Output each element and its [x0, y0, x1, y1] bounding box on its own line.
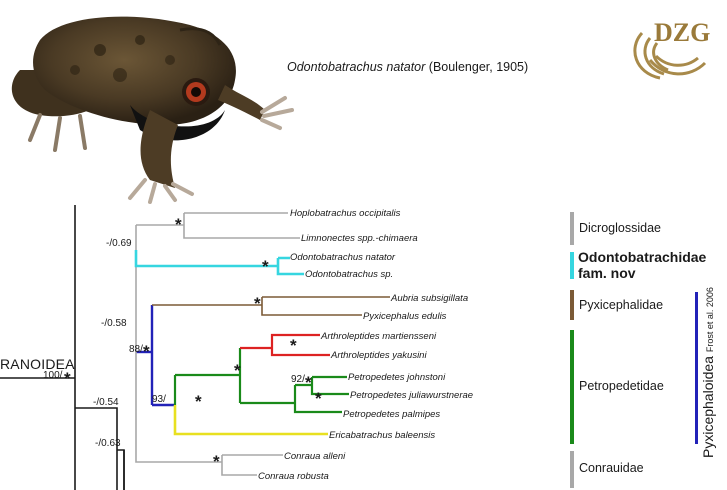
tree-branch-backbone: [75, 407, 118, 490]
family-label-dicroglossidae: Dicroglossidae: [579, 221, 661, 235]
family-label-odontobatrachidae: Odontobatrachidae fam. nov: [578, 249, 706, 281]
species-caption: Odontobatrachus natator (Boulenger, 1905…: [287, 60, 528, 74]
tree-branch-odontobatrachidae: [134, 250, 278, 268]
taxon-label: Limnonectes spp.-chimaera: [301, 233, 418, 244]
species-name: Odontobatrachus natator: [287, 60, 426, 74]
support-asterisk: *: [195, 392, 202, 411]
dzg-logo: DZG: [620, 8, 715, 88]
frog-illustration: [11, 16, 294, 204]
support-value: -/0.63: [95, 438, 121, 449]
taxon-label: Conraua alleni: [284, 451, 346, 462]
family-label-conrauidae: Conrauidae: [579, 461, 644, 475]
support-asterisk: *: [315, 389, 322, 408]
support-asterisk: *: [143, 342, 150, 361]
taxon-label: Odontobatrachus natator: [290, 252, 396, 263]
tree-branch-ericabatrachus: [173, 405, 328, 436]
species-author: (Boulenger, 1905): [428, 60, 529, 74]
superfamily-bar: [695, 292, 698, 444]
superfamily-name: Pyxicephaloidea: [700, 356, 716, 458]
support-asterisk: *: [254, 294, 261, 313]
support-value: 93/: [152, 394, 166, 405]
support-asterisk: *: [64, 369, 71, 388]
support-value: 88/: [129, 344, 143, 355]
support-asterisk: *: [213, 452, 220, 471]
dzg-logo-text: DZG: [654, 18, 711, 47]
family-label-line: Odontobatrachidae: [578, 249, 707, 265]
tree-branch-arthroleptides: [270, 333, 330, 357]
taxon-label: Pyxicephalus edulis: [363, 311, 447, 322]
support-value: -/0.69: [106, 238, 132, 249]
taxon-label: Ericabatrachus baleensis: [329, 430, 436, 441]
taxon-label: Petropedetes palmipes: [343, 409, 441, 420]
support-asterisk: *: [234, 361, 241, 380]
tree-branch-petropedetidae: [310, 375, 349, 396]
taxon-label: Arthroleptides yakusini: [331, 350, 427, 361]
family-bar-dicroglossidae: [570, 212, 574, 245]
support-value: -/0.58: [101, 318, 127, 329]
tree-branch-dicroglossidae: [183, 213, 300, 239]
tree-branch-odontobatrachidae: [276, 256, 304, 276]
family-label-line: fam. nov: [578, 265, 636, 281]
taxon-label: Petropedetes juliawurstnerae: [350, 390, 474, 401]
superfamily-ref: Frost et al. 2006: [705, 287, 715, 353]
support-value: 92/: [291, 374, 305, 385]
family-label-pyxicephalidae: Pyxicephalidae: [579, 298, 664, 312]
ammonite-icon: [633, 31, 707, 80]
tree-branch-pyxicephalidae: [261, 296, 390, 316]
superfamily-label: Pyxicephaloidea Frost et al. 2006: [700, 287, 716, 458]
taxon-label: Arthroleptides martiensseni: [321, 331, 437, 342]
family-label-petropedetidae: Petropedetidae: [579, 379, 664, 393]
support-asterisk: *: [305, 373, 312, 392]
taxon-label: Conraua robusta: [258, 471, 329, 482]
family-bar-petropedetidae: [570, 330, 574, 444]
ranoidea-label: RANOIDEA: [0, 356, 75, 372]
tree-branch-petropedetidae: [293, 385, 342, 414]
taxon-label: Petropedetes johnstoni: [348, 372, 446, 383]
tree-branch-conrauidae: [221, 454, 283, 476]
tree-branch-backbone: [117, 449, 125, 490]
taxon-label: Hoplobatrachus occipitalis: [290, 208, 401, 219]
support-asterisk: *: [175, 215, 182, 234]
taxon-label: Odontobatrachus sp.: [305, 269, 394, 280]
support-value: -/0.54: [93, 397, 119, 408]
taxon-label: Aubria subsigillata: [391, 293, 469, 304]
family-bar-odontobatrachidae: [570, 252, 574, 279]
tree-branch-conrauidae: [135, 352, 222, 463]
family-bar-conrauidae: [570, 451, 574, 488]
support-value: 100/: [43, 370, 63, 381]
support-asterisk: *: [290, 336, 297, 355]
support-asterisk: *: [262, 257, 269, 276]
family-bar-pyxicephalidae: [570, 290, 574, 320]
